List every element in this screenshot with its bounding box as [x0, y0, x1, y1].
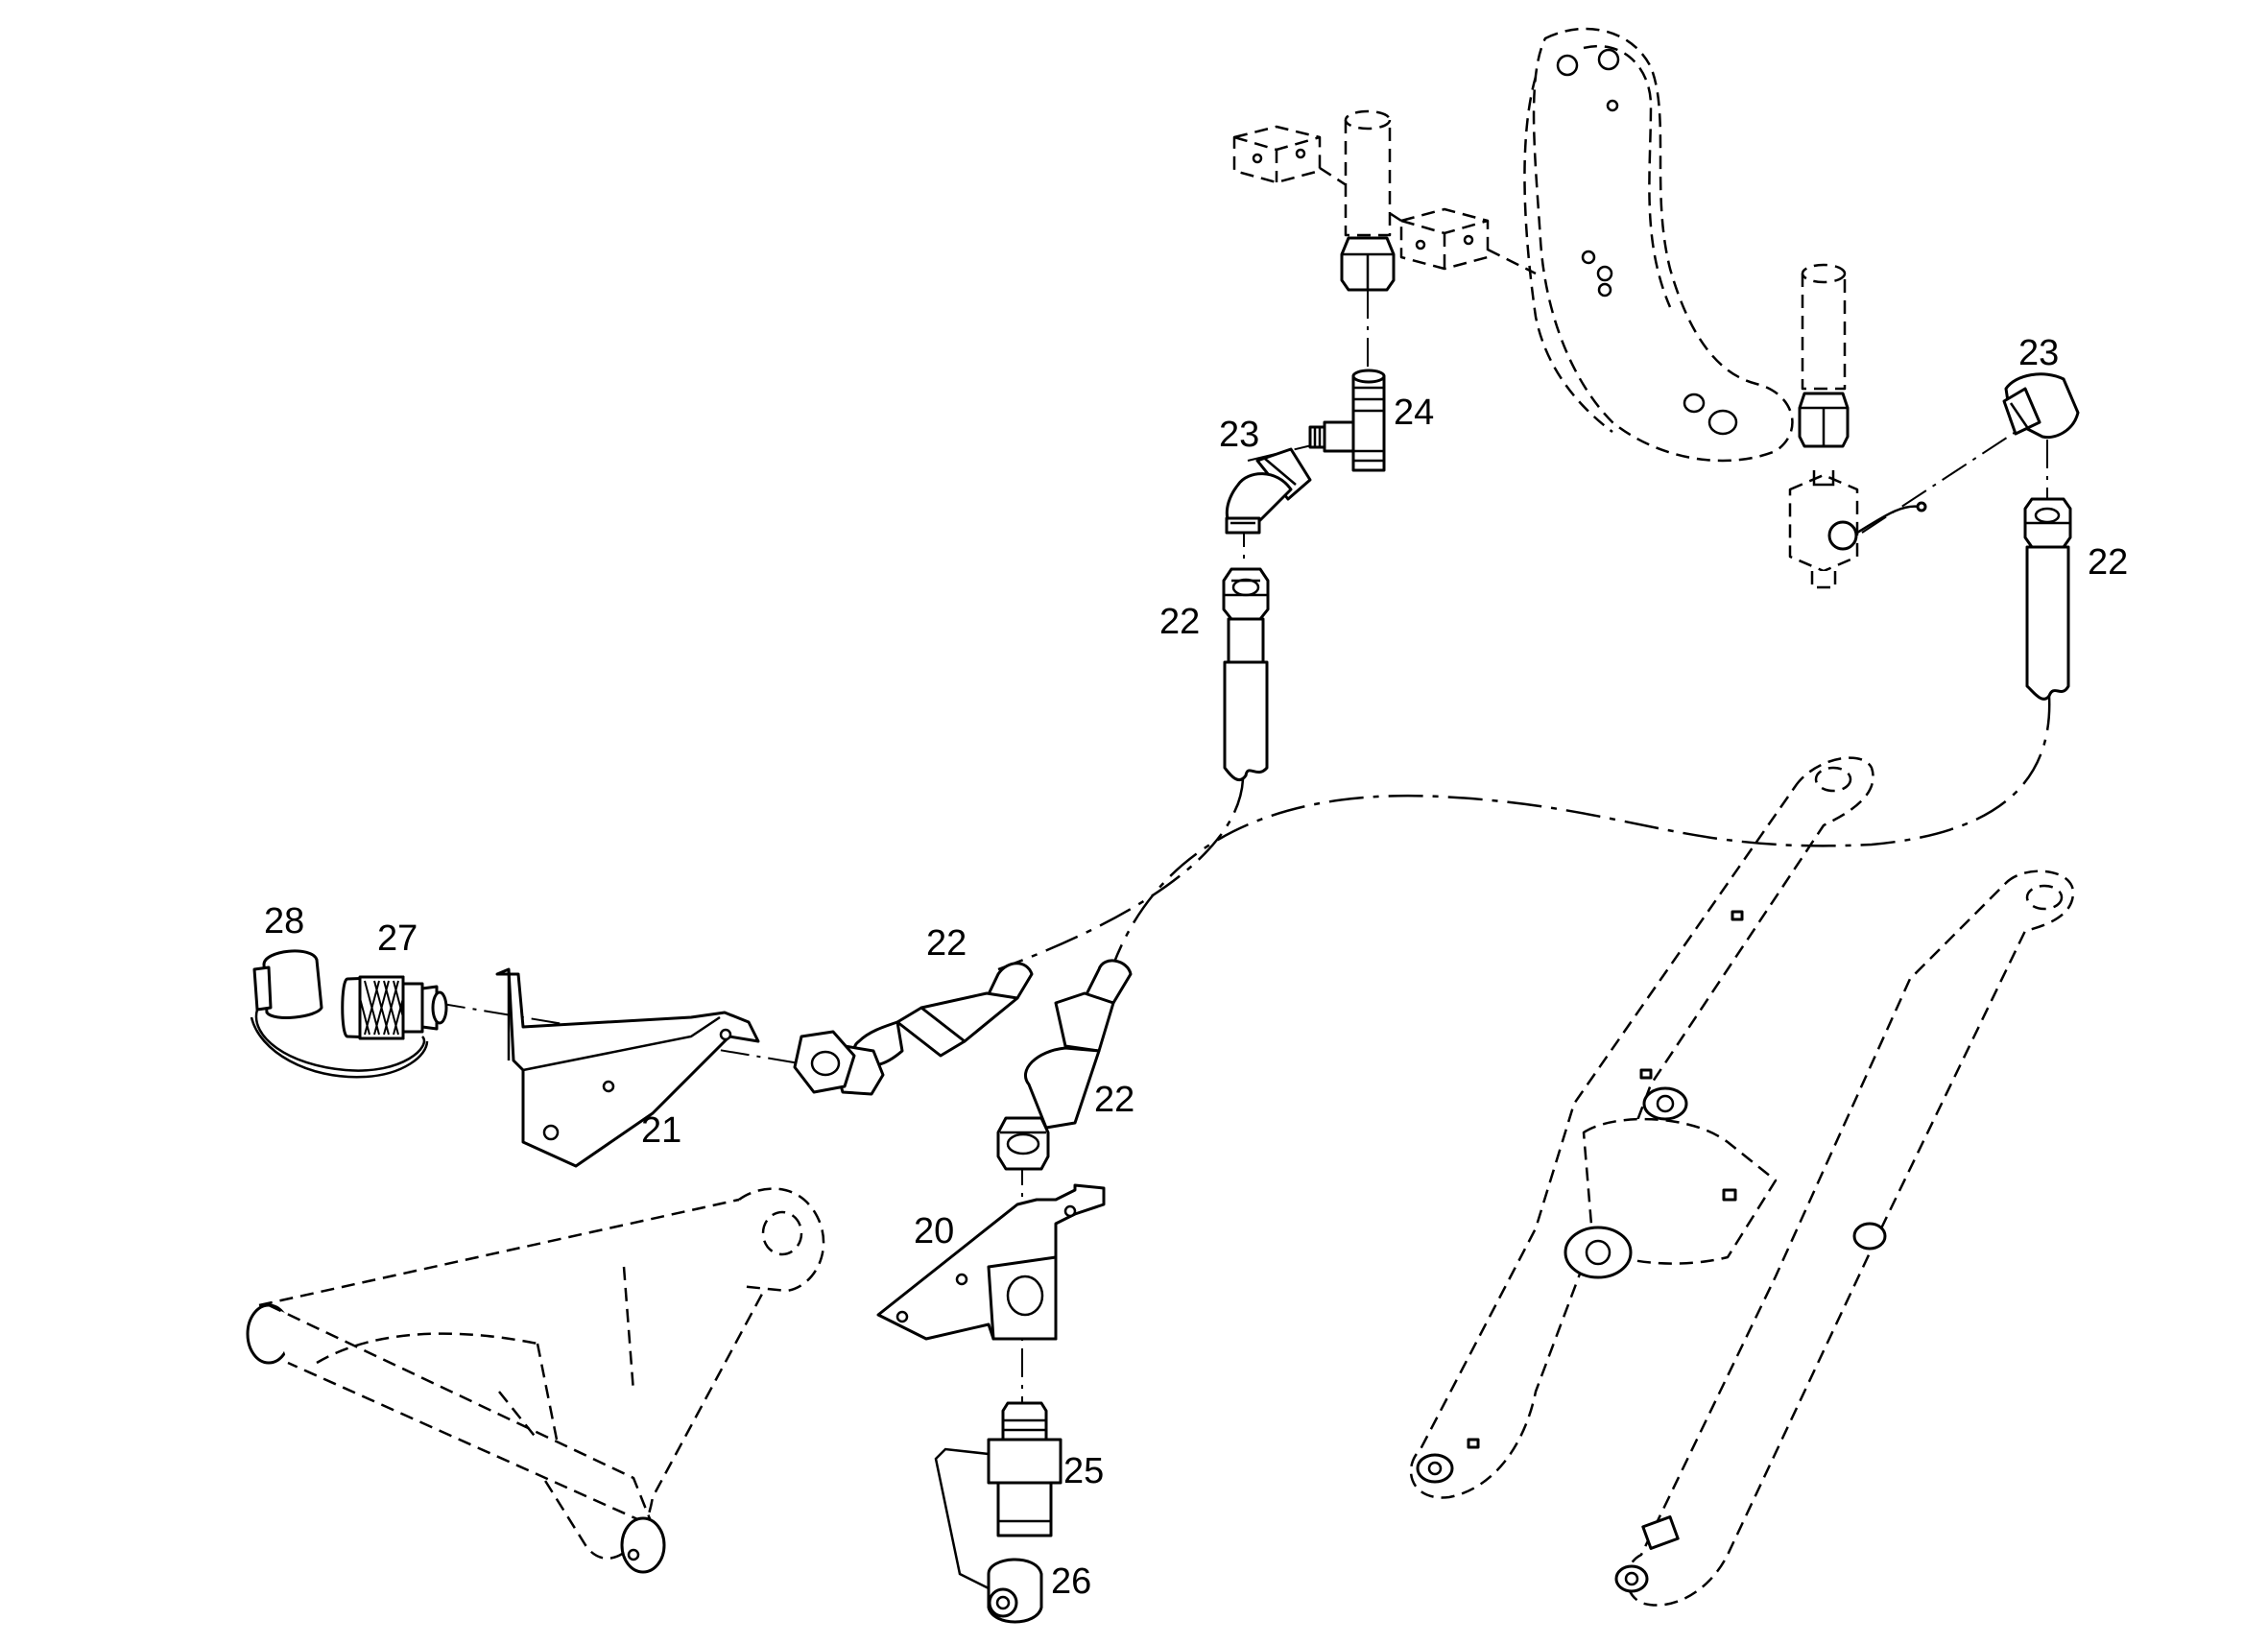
dust-cap-28 [250, 949, 429, 1079]
elbow-fitting-23-right [2002, 372, 2080, 440]
steel-pipe-right-ghost [1798, 263, 1850, 448]
valve-block-ghost [1788, 470, 1927, 589]
hydraulic-hose-22-lower-right [996, 959, 1133, 1171]
callout-22-lower-left: 22 [926, 923, 967, 964]
tee-fitting-24 [1308, 369, 1386, 472]
callout-20: 20 [914, 1211, 954, 1251]
callout-28: 28 [264, 901, 304, 941]
quick-coupler-25 [934, 1401, 1062, 1595]
mounting-bracket-21 [495, 967, 760, 1168]
part-callouts: 20 21 22 22 22 22 23 23 24 25 26 27 28 [264, 333, 2128, 1602]
callout-22-upper: 22 [1159, 602, 1200, 642]
callout-24: 24 [1394, 393, 1434, 433]
callout-22-right: 22 [2088, 542, 2128, 583]
quick-coupler-27 [341, 975, 448, 1040]
callout-23-right: 23 [2018, 333, 2059, 373]
callout-23-left: 23 [1219, 415, 1259, 455]
loader-arm-ghost [1409, 756, 2075, 1607]
callout-22-lower-right: 22 [1094, 1080, 1134, 1120]
elbow-fitting-23-left [1225, 447, 1312, 535]
callout-25: 25 [1063, 1451, 1104, 1491]
cross-tube-ghost [246, 1187, 825, 1574]
callout-26: 26 [1051, 1561, 1091, 1602]
hydraulic-hose-22-right [2023, 497, 2072, 701]
pipe-clamp-blocks-ghost [1232, 125, 1537, 275]
hydraulic-hose-22-upper [1222, 567, 1270, 782]
loader-mount-plate-ghost [1523, 27, 1794, 463]
dust-cap-26 [987, 1558, 1043, 1624]
callout-27: 27 [377, 918, 418, 959]
hydraulic-hose-22-lower-left [793, 962, 1034, 1096]
steel-pipe-left-ghost [1340, 109, 1396, 292]
mounting-bracket-20 [876, 1183, 1106, 1341]
callout-21: 21 [641, 1110, 681, 1151]
assembly-guide-lines [436, 290, 2051, 1440]
